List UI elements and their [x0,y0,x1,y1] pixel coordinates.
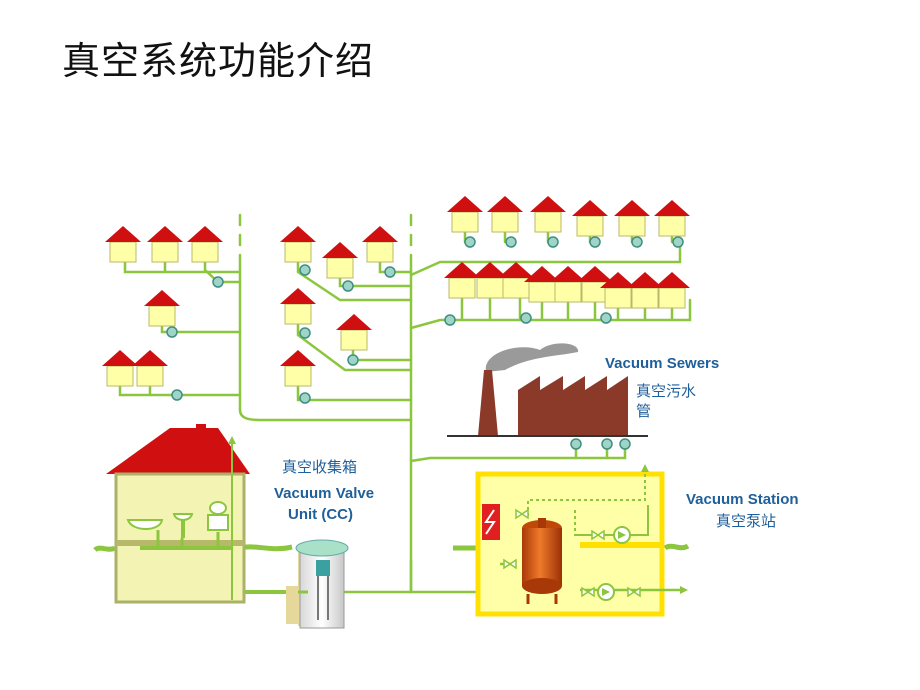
vacuum-station-cn-label: 真空泵站 [716,512,776,530]
vacuum-station [475,464,688,617]
vacuum-sewers-label: Vacuum Sewers [605,355,719,372]
house [336,314,372,351]
house [524,266,560,303]
house [132,350,168,387]
houses [102,196,690,387]
vacuum-sewers-cn-label: 真空污水 [636,382,696,400]
house [654,272,690,309]
house [654,200,690,237]
house [444,262,480,299]
house [280,350,316,387]
house [362,226,398,263]
house [447,196,483,233]
house [614,200,650,237]
house [105,226,141,263]
house [280,288,316,325]
factory [447,343,648,437]
factory-smoke [485,343,579,372]
house [550,266,586,303]
house [187,226,223,263]
house [147,226,183,263]
house [530,196,566,233]
house [144,290,180,327]
vacuum-station-label: Vacuum Station [686,491,799,508]
valve-nodes [166,236,684,450]
house [600,272,636,309]
house [472,262,508,299]
valve-unit-cn-label: 真空收集箱 [282,458,357,476]
house [572,200,608,237]
vacuum-valve-unit [286,539,349,629]
valve-unit-label-2: Unit (CC) [288,506,353,523]
house [322,242,358,279]
house [487,196,523,233]
house [498,262,534,299]
factory-building [518,376,628,436]
home-building [106,424,250,604]
valve-unit-label: Vacuum Valve [274,485,374,502]
house [280,226,316,263]
house [627,272,663,309]
house [102,350,138,387]
page-title: 真空系统功能介绍 [62,39,375,83]
vacuum-sewers-cn-label-2: 管 [636,402,651,420]
factory-chimney [478,370,498,436]
